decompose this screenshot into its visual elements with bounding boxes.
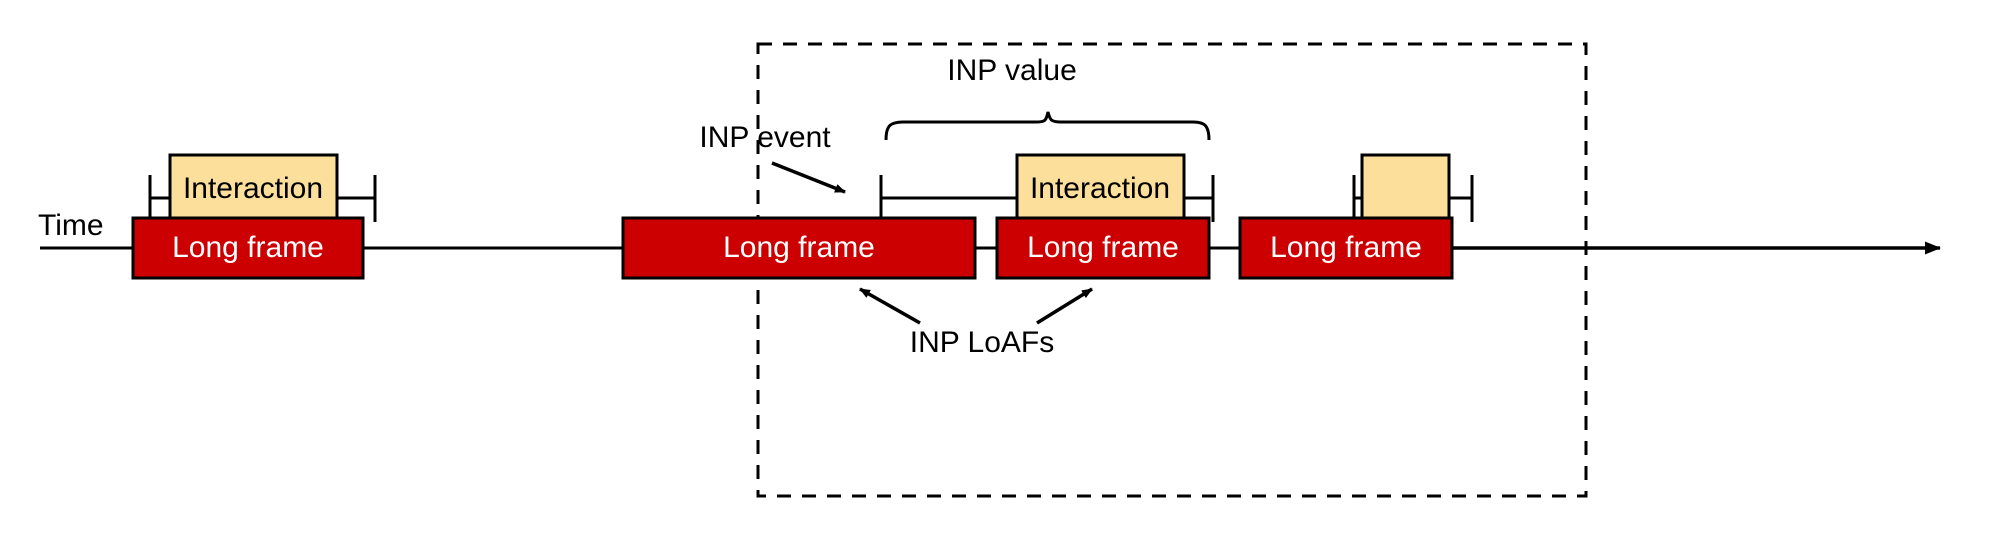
interaction-box-1: Interaction xyxy=(168,153,339,224)
inp-loafs-label: INP LoAFs xyxy=(910,326,1055,359)
long-frame-rect-3 xyxy=(995,216,1211,280)
interaction-label-2: Interaction xyxy=(1030,172,1170,205)
long-frame-rect-2 xyxy=(621,216,977,280)
long-frame-4: Long frame xyxy=(1238,216,1454,280)
long-frame-3: Long frame xyxy=(995,216,1211,280)
long-frame-label-4: Long frame xyxy=(1270,231,1422,264)
interaction-label-1: Interaction xyxy=(183,172,323,205)
inp-event-arrow xyxy=(771,161,846,194)
inp-value-brace xyxy=(884,111,1211,141)
interaction-box-3 xyxy=(1360,153,1451,224)
long-frame-label-2: Long frame xyxy=(723,231,875,264)
interaction-box-2: Interaction xyxy=(1015,153,1186,224)
long-frame-rect-1 xyxy=(131,216,365,280)
long-frame-rect-4 xyxy=(1238,216,1454,280)
inp-loafs-arrow-right xyxy=(1036,287,1093,325)
interaction-rect-2 xyxy=(1015,153,1186,224)
inp-loafs-arrow-left xyxy=(859,287,921,325)
long-frame-label-3: Long frame xyxy=(1027,231,1179,264)
long-frame-label-1: Long frame xyxy=(172,231,324,264)
time-axis-label: Time xyxy=(38,209,104,242)
long-frame-2: Long frame xyxy=(621,216,977,280)
inp-value-label: INP value xyxy=(947,54,1077,87)
interaction-rect-1 xyxy=(168,153,339,224)
inp-event-label: INP event xyxy=(699,121,831,154)
long-frame-1: Long frame xyxy=(131,216,365,280)
interaction-rect-3 xyxy=(1360,153,1451,224)
